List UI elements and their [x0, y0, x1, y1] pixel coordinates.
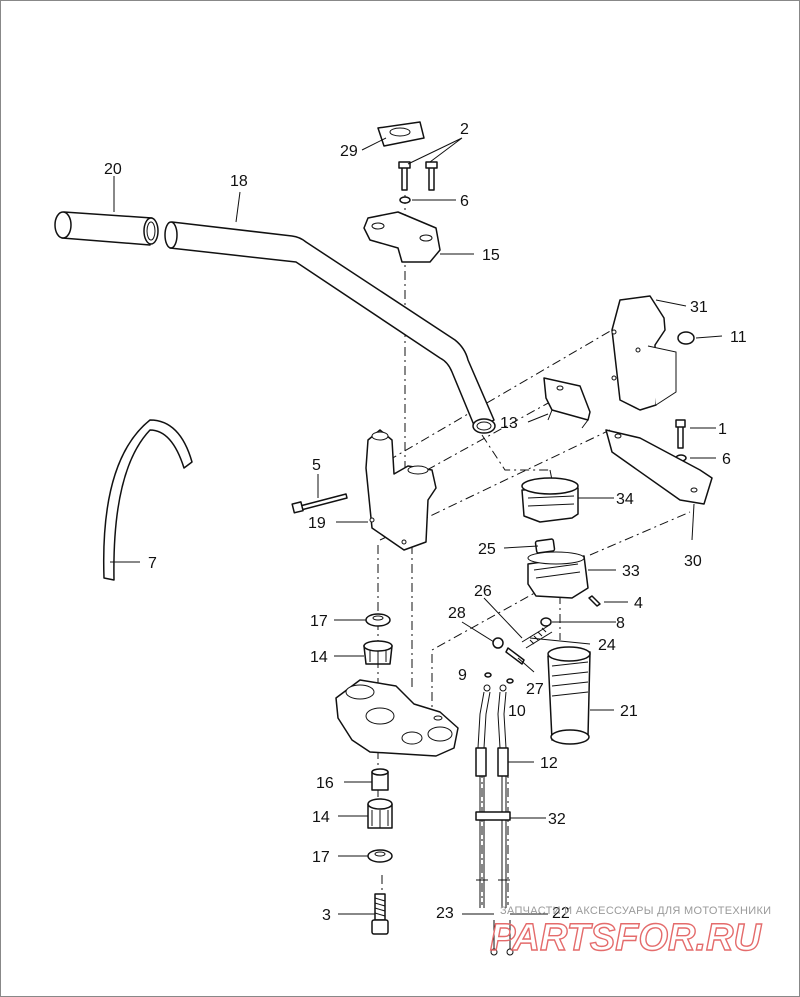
callout-3: 3: [322, 907, 331, 924]
washer-top: [399, 196, 411, 204]
callout-11: 11: [730, 329, 747, 346]
throttle-cables: [475, 684, 514, 956]
right-grip: [547, 646, 591, 745]
callout-29: 29: [340, 143, 358, 160]
callout-labels: 1 2 3 4 5 6 6 7 8 9 10 11 12 13 14 14 15…: [104, 121, 747, 924]
callout-27: 27: [526, 681, 544, 698]
cushion-washer-upper: [365, 613, 391, 627]
spacer-sleeve: [371, 768, 389, 791]
callout-8: 8: [616, 615, 625, 632]
clamp-bolts: [398, 161, 438, 191]
callout-12: 12: [540, 755, 558, 772]
switch-housing-lower: [605, 429, 713, 505]
cushion-washer-lower: [367, 849, 393, 863]
friction-adjuster: [492, 617, 553, 665]
ferrule-9: [484, 672, 492, 678]
callout-4: 4: [634, 595, 643, 612]
callout-17-upper: 17: [310, 613, 328, 630]
callout-25: 25: [478, 541, 496, 558]
callout-16: 16: [316, 775, 334, 792]
callout-31: 31: [690, 299, 708, 316]
shim: [534, 538, 556, 554]
leader-lines: [110, 137, 723, 915]
ferrule-10: [506, 678, 514, 684]
callout-17-lower: 17: [312, 849, 330, 866]
top-clamp-plate: [377, 121, 425, 147]
callout-19: 19: [308, 515, 326, 532]
throttle-housing: [527, 551, 589, 599]
callout-14-upper: 14: [310, 649, 328, 666]
callout-13: 13: [500, 415, 518, 432]
callout-6-top: 6: [460, 193, 469, 210]
callout-7: 7: [148, 555, 157, 572]
callout-9: 9: [458, 667, 467, 684]
callout-6-right: 6: [722, 451, 731, 468]
handlebar-clamp: [363, 211, 441, 263]
riser-bolt: [291, 493, 348, 514]
housing-screw: [675, 419, 686, 449]
watermark-logo: PARTSFOR.RU: [490, 917, 762, 959]
bushing-lower: [367, 798, 393, 829]
housing-screw-small: [588, 595, 601, 607]
callout-15: 15: [482, 247, 500, 264]
callout-21: 21: [620, 703, 638, 720]
callout-20: 20: [104, 161, 122, 178]
callout-1: 1: [718, 421, 727, 438]
callout-26: 26: [474, 583, 492, 600]
mounting-bracket: [543, 377, 591, 429]
callout-14-lower: 14: [312, 809, 330, 826]
callout-2: 2: [460, 121, 469, 138]
callout-10: 10: [508, 703, 526, 720]
callout-30: 30: [684, 553, 702, 570]
switch-cap: [677, 331, 695, 345]
throttle-sleeve: [521, 477, 579, 523]
switch-housing-upper: [611, 295, 677, 411]
lower-riser-bolt: [371, 893, 389, 935]
handlebar: [164, 221, 496, 434]
triple-clamp: [335, 679, 459, 757]
callout-22: 22: [552, 905, 570, 922]
watermark: ЗАПЧАСТИ И АКСЕССУАРЫ ДЛЯ МОТОТЕХНИКИ PA…: [489, 905, 771, 960]
callout-28: 28: [448, 605, 466, 622]
callout-33: 33: [622, 563, 640, 580]
cable-guide: [102, 419, 193, 581]
callout-34: 34: [616, 491, 634, 508]
callout-24: 24: [598, 637, 616, 654]
callout-32: 32: [548, 811, 566, 828]
watermark-tagline: ЗАПЧАСТИ И АКСЕССУАРЫ ДЛЯ МОТОТЕХНИКИ: [500, 905, 771, 917]
callout-18: 18: [230, 173, 248, 190]
riser: [365, 429, 437, 551]
left-grip: [54, 211, 159, 246]
bushing-upper: [363, 640, 393, 665]
callout-23: 23: [436, 905, 454, 922]
callout-5: 5: [312, 457, 321, 474]
